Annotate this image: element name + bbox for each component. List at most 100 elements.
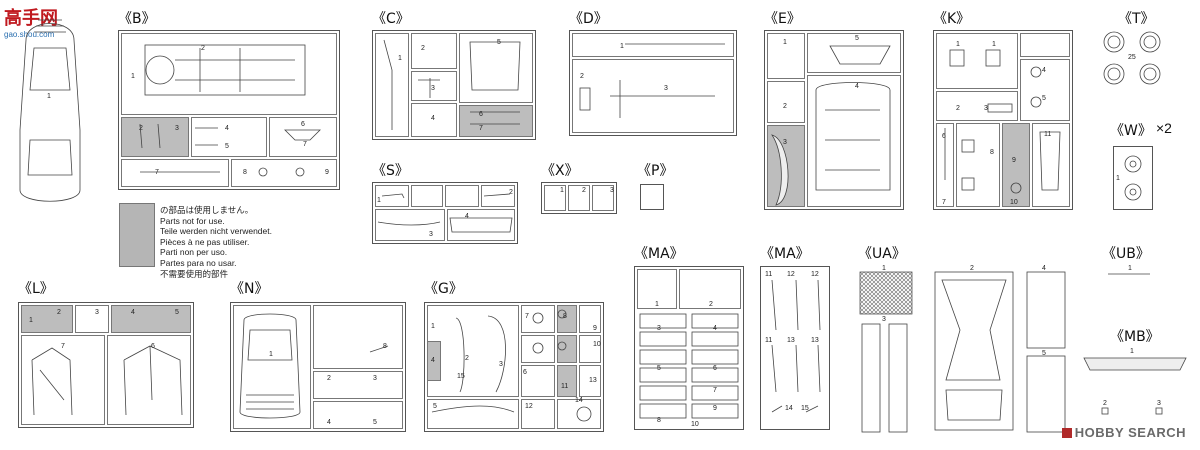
part-cell: [691, 385, 739, 401]
sprue-tree-x: 1 2 3: [541, 182, 617, 214]
tree-label-p: 《P》: [637, 163, 674, 179]
part-cell: [459, 105, 533, 137]
sprue-tree-g: 1 2 3 4 5 6 7 8 9 10 11 12 13 14 15: [424, 302, 604, 432]
part-number: 3: [1157, 400, 1161, 407]
part-number: 6: [479, 111, 483, 118]
tree-label-s: 《S》: [372, 163, 409, 179]
part-cell: [1020, 59, 1070, 121]
part-cell: [767, 33, 805, 79]
part-number: 2: [57, 309, 61, 316]
part-number: 5: [1042, 350, 1046, 357]
part-cell: [231, 159, 337, 187]
part-cell: [679, 269, 741, 309]
part-number: 3: [429, 231, 433, 238]
part-number: 8: [383, 343, 387, 350]
part-number: 2: [201, 45, 205, 52]
part-cell: [313, 401, 403, 429]
part-number: 9: [713, 405, 717, 412]
sprue-tree-s: 1 2 3 4: [372, 182, 518, 244]
part-cell: [447, 209, 515, 241]
part-cell: [75, 305, 109, 333]
part-number: 6: [523, 369, 527, 376]
part-number: 13: [811, 337, 819, 344]
part-number: 8: [243, 169, 247, 176]
tree-label-w: 《W》: [1110, 123, 1152, 139]
part-number: 11: [1044, 131, 1052, 138]
part-number: 3: [657, 325, 661, 332]
part-number: 10: [1010, 199, 1018, 206]
part-number: 7: [303, 141, 307, 148]
part-cell: [445, 185, 479, 207]
part-number: 8: [990, 149, 994, 156]
part-number: 1: [1130, 348, 1134, 355]
part-cell: [411, 33, 457, 69]
part-number: 10: [691, 421, 699, 428]
part-cell: [313, 371, 403, 399]
part-cell: [21, 305, 73, 333]
part-cell: [807, 75, 901, 207]
part-number: 9: [1012, 157, 1016, 164]
sprue-tree-l: 1 2 3 4 5 6 7: [18, 302, 194, 428]
note-line: Partes para no usar.: [160, 257, 237, 268]
part-cell: [521, 335, 555, 363]
part-number: 2: [139, 125, 143, 132]
part-number: 1: [29, 317, 33, 324]
tree-label-e: 《E》: [764, 11, 801, 27]
tree-label-x: 《X》: [541, 163, 579, 179]
sprue-tree-k: 1 1 2 3 4 5 6 7 8 9 10 11: [933, 30, 1073, 210]
part-number: 7: [479, 125, 483, 132]
part-number: 13: [589, 377, 597, 384]
part-number: 7: [155, 169, 159, 176]
part-number: 4: [1042, 67, 1046, 74]
part-number: 2: [465, 355, 469, 362]
part-number: 5: [225, 143, 229, 150]
part-cell: [411, 71, 457, 101]
part-number: 3: [882, 316, 886, 323]
part-number: 1: [1128, 265, 1132, 272]
tree-label-t: 《T》: [1118, 11, 1155, 27]
part-number: 7: [942, 199, 946, 206]
part-number: 3: [95, 309, 99, 316]
part-cell: [191, 117, 267, 157]
part-cell: [557, 305, 577, 333]
part-cell: [557, 399, 601, 429]
part-cell: [121, 117, 189, 157]
part-number: 11: [765, 271, 773, 278]
part-number: 15: [457, 373, 465, 380]
part-number: 2: [421, 45, 425, 52]
part-cell: [639, 349, 687, 365]
sprue-tree-e: 1 2 3 4 5: [764, 30, 904, 210]
part-number: 6: [942, 133, 946, 140]
part-number: 1: [992, 41, 996, 48]
part-cell: [637, 269, 677, 309]
part-cell: [639, 385, 687, 401]
part-cell: [269, 117, 337, 157]
part-cell: [521, 365, 555, 397]
part-number: 5: [657, 365, 661, 372]
part-number: 1: [620, 43, 624, 50]
part-cell: [691, 349, 739, 365]
part-number: 4: [225, 125, 229, 132]
tree-label-mb: 《MB》: [1110, 329, 1160, 345]
note-line: Parts not for use.: [160, 215, 225, 226]
part-number: 5: [497, 39, 501, 46]
part-number: 1: [882, 265, 886, 272]
part-number: 8: [657, 417, 661, 424]
part-number: 1: [377, 197, 381, 204]
part-number: 1: [956, 41, 960, 48]
part-number: 3: [373, 375, 377, 382]
part-number: 2: [582, 187, 586, 194]
sprue-tree-w: 1: [1113, 146, 1153, 210]
part-number: 11: [561, 383, 569, 390]
